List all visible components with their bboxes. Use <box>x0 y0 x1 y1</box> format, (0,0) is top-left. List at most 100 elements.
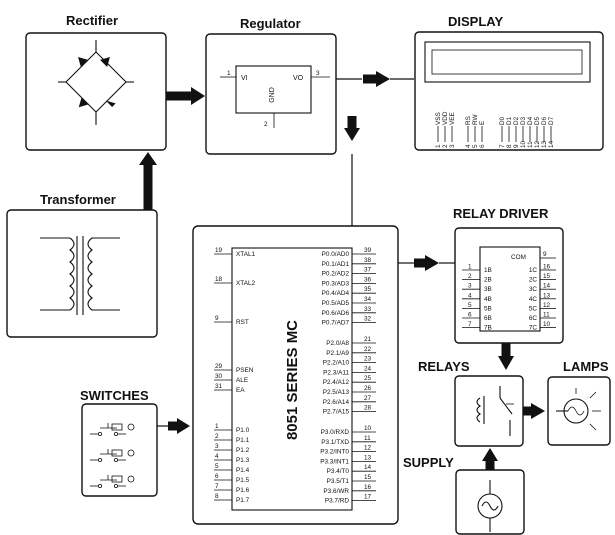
relay-driver-out-pin-name: 5C <box>529 305 538 312</box>
relay-driver-out-pin-name: 7C <box>529 325 538 332</box>
mcu-right-pin-number: 28 <box>364 405 372 412</box>
mcu-left-pin-name: P1.5 <box>236 477 250 484</box>
supply-title: SUPPLY <box>403 455 454 470</box>
mcu-right-pin-name: P0.4/AD4 <box>322 290 350 297</box>
mcu-right-pin-number: 16 <box>364 484 372 491</box>
relay-driver-out-pin-number: 14 <box>543 283 551 290</box>
lamps-block <box>547 376 611 446</box>
mcu-left-pin-name: P1.7 <box>236 497 250 504</box>
display-block: VSS1VDD2VEE3RS4RW5E6D07D18D29D310D411D51… <box>414 31 604 151</box>
pushbutton-icon <box>90 423 135 488</box>
display-pin-number: 11 <box>527 141 534 148</box>
mcu-left-pin-name: P1.4 <box>236 467 250 474</box>
mcu-right-pin-number: 23 <box>364 356 372 363</box>
mcu-right-pin-name: P3.2/INT0 <box>320 449 349 456</box>
relay-driver-out-pin-number: 16 <box>543 264 551 271</box>
display-pin-number: 6 <box>479 144 486 148</box>
mcu-left-pin-number: 7 <box>215 483 219 490</box>
mcu-right-pin-name: P3.1/TXD <box>321 439 349 446</box>
mcu-left-pin-name: P1.1 <box>236 437 250 444</box>
display-pin-name: VSS <box>435 112 442 125</box>
mcu-right-pin-name: P3.7/RD <box>325 498 350 505</box>
mcu-right-pin-number: 14 <box>364 464 372 471</box>
relay-driver-out-pin-number: 15 <box>543 273 551 280</box>
mcu-right-pin-number: 34 <box>364 296 372 303</box>
mcu-right-pin-number: 33 <box>364 306 372 313</box>
mcu-right-pin-number: 21 <box>364 336 372 343</box>
display-pin-number: 14 <box>548 140 555 148</box>
mcu-right-pin-number: 11 <box>364 435 371 442</box>
relay-driver-in-pin-name: 7B <box>484 325 492 332</box>
mcu-left-pin-name: P1.6 <box>236 487 250 494</box>
display-pin-number: 7 <box>499 144 506 148</box>
regulator-pin3: 3 <box>316 70 320 77</box>
display-pin-name: D4 <box>527 116 534 125</box>
mcu-right-pin-name: P0.0/AD0 <box>322 251 350 258</box>
relay-driver-in-pin-number: 5 <box>468 302 472 309</box>
lamps-title: LAMPS <box>563 359 609 374</box>
regulator-gnd-label: GND <box>269 87 276 103</box>
mcu-right-pin-number: 38 <box>364 257 372 264</box>
mcu-left-pin-number: 5 <box>215 463 219 470</box>
mcu-right-pin-name: P2.6/A14 <box>323 399 350 406</box>
regulator-vi-label: VI <box>241 75 248 82</box>
mcu-right-pin-name: P3.4/T0 <box>327 468 350 475</box>
regulator-pin2: 2 <box>264 121 268 128</box>
regulator-pin1: 1 <box>227 70 231 77</box>
switches-title: SWITCHES <box>80 388 149 403</box>
relay-driver-out-pin-number: 12 <box>543 302 551 309</box>
mcu-right-pin-number: 32 <box>364 316 372 323</box>
mcu-right-pin-number: 13 <box>364 454 372 461</box>
mcu-left-pin-number: 30 <box>215 373 223 380</box>
relay-driver-out-pin-number: 11 <box>543 312 550 319</box>
mcu-left-pin-name: RST <box>236 319 249 326</box>
mcu-left-pin-name: XTAL2 <box>236 280 256 287</box>
connections <box>139 71 545 470</box>
relay-driver-in-pin-name: 5B <box>484 305 492 312</box>
display-pin-name: D7 <box>548 116 555 125</box>
relay-driver-in-pin-number: 1 <box>468 264 472 271</box>
relay-driver-out-pin-name: 6C <box>529 315 538 322</box>
display-pin-number: 10 <box>520 140 527 148</box>
display-pin-number: 13 <box>541 140 548 148</box>
mcu-left-pin-number: 6 <box>215 473 219 480</box>
mcu-left-pin-number: 18 <box>215 276 223 283</box>
display-pin-name: RS <box>465 116 472 125</box>
mcu-right-pin-number: 39 <box>364 247 372 254</box>
relay-driver-out-pin-number: 10 <box>543 321 551 328</box>
display-pin-name: E <box>479 121 486 125</box>
display-pin-number: 2 <box>442 144 449 148</box>
mcu-right-pin-name: P2.7/A15 <box>323 409 350 416</box>
relay-driver-title: RELAY DRIVER <box>453 206 549 221</box>
transformer-icon <box>40 236 120 315</box>
relay-driver-com-pin: 9 <box>543 251 547 258</box>
mcu-right-pin-number: 10 <box>364 425 372 432</box>
display-pin-name: RW <box>472 114 479 125</box>
display-pin-number: 9 <box>513 144 520 148</box>
mcu-right-pin-name: P0.2/AD2 <box>322 271 350 278</box>
mcu-right-pin-number: 24 <box>364 365 372 372</box>
relays-block <box>454 375 524 447</box>
mcu-left-pin-name: P1.0 <box>236 427 250 434</box>
relay-driver-out-pin-name: 4C <box>529 296 538 303</box>
display-pin-number: 12 <box>534 140 541 148</box>
regulator-vo-label: VO <box>293 75 304 82</box>
mcu-right-pin-number: 37 <box>364 267 372 274</box>
mcu-right-pin-number: 17 <box>364 494 372 501</box>
mcu-left-pin-name: P1.3 <box>236 457 250 464</box>
mcu-name: 8051 SERIES MC <box>284 320 301 440</box>
mcu-left-pin-number: 2 <box>215 433 219 440</box>
mcu-left-pin-number: 31 <box>215 383 223 390</box>
transformer-title: Transformer <box>40 192 116 207</box>
mcu-left-pin-name: XTAL1 <box>236 251 256 258</box>
relay-driver-in-pin-name: 6B <box>484 315 492 322</box>
mcu-left-pin-number: 8 <box>215 493 219 500</box>
relay-driver-in-pin-name: 2B <box>484 277 492 284</box>
relay-driver-in-pin-number: 6 <box>468 312 472 319</box>
mcu-left-pin-number: 29 <box>215 363 223 370</box>
mcu-right-pin-number: 27 <box>364 395 372 402</box>
relay-driver-com: COM <box>511 254 526 261</box>
mcu-left-pin-name: P1.2 <box>236 447 250 454</box>
